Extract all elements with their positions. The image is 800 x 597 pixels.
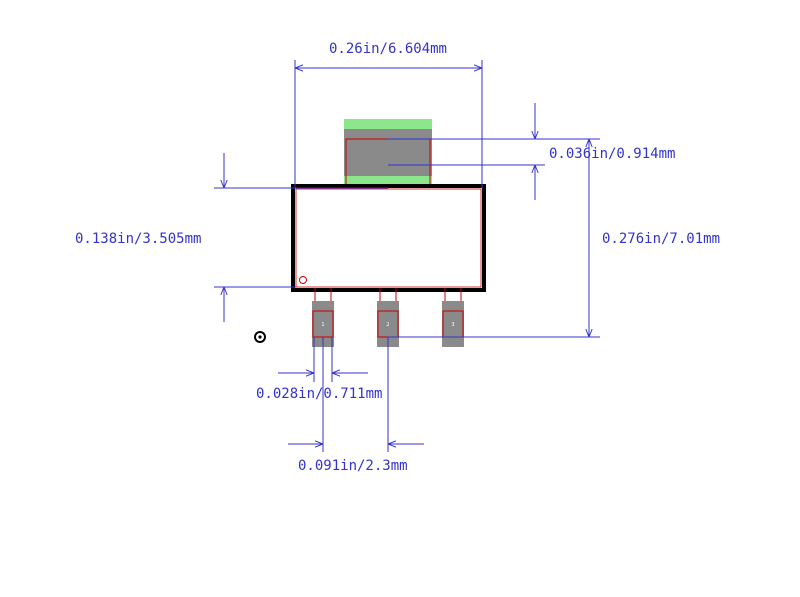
dim-label-pitch: 0.091in/2.3mm: [298, 458, 408, 474]
pin1-marker: [299, 276, 307, 284]
pin-pad-3: 3: [442, 288, 464, 347]
dim-label-tab-height: 0.036in/0.914mm: [549, 146, 675, 162]
dim-label-pad-width: 0.028in/0.711mm: [256, 386, 382, 402]
pin-label-2: 2: [386, 322, 389, 328]
pin-pad-2: 2: [377, 288, 399, 347]
dim-label-body-height: 0.138in/3.505mm: [75, 231, 201, 247]
pin1-orientation-dot: [254, 331, 266, 343]
pin-label-1: 1: [321, 322, 324, 328]
tab-pad: [344, 129, 432, 176]
dim-label-overall-height: 0.276in/7.01mm: [602, 231, 720, 247]
pin-label-3: 3: [451, 322, 454, 328]
package-body-inner: [295, 188, 482, 288]
dim-label-overall-width: 0.26in/6.604mm: [329, 41, 447, 57]
package-body-outline: [291, 184, 486, 292]
